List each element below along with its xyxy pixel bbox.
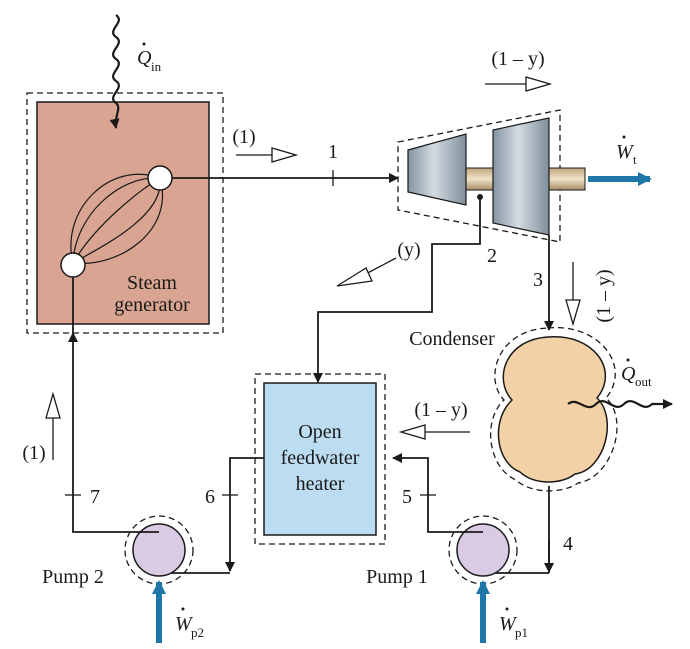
heater-label-1: Open [298, 421, 341, 443]
hollow-arrow-flow-1 [236, 147, 299, 163]
state-1-label: 1 [328, 141, 338, 163]
state-5-label: 5 [402, 486, 412, 508]
pump-1-label: Pump 1 [366, 566, 428, 588]
flow-fraction-return: (1) [22, 442, 45, 464]
steam-outlet-node [147, 165, 173, 191]
hollow-arrow-return [45, 391, 61, 460]
heat-in-symbol: Q [137, 47, 152, 69]
state-4-label: 4 [563, 533, 573, 555]
condenser [490, 327, 618, 492]
pump-2-work-symbol: W [175, 613, 194, 635]
turbine-work-dot [622, 135, 626, 139]
pump-1-work-subscript: p1 [515, 625, 528, 640]
steam-generator-label-1: Steam [127, 272, 177, 294]
state-7-label: 7 [90, 486, 100, 508]
turbine-work-symbol: W [616, 141, 635, 163]
heat-out-dot [626, 358, 630, 362]
pump-2-label: Pump 2 [42, 566, 104, 588]
turbine [397, 109, 586, 243]
heat-in-dot [142, 42, 146, 46]
heat-out-symbol: Q [621, 363, 636, 385]
hollow-arrow-turbine-top [485, 76, 553, 92]
hollow-arrow-heater-in [398, 424, 470, 440]
hollow-arrow-condenser-in [565, 262, 581, 327]
flow-fraction-1-top: (1) [232, 126, 255, 148]
turbine-stage-1 [407, 133, 467, 206]
turbine-stage-2 [492, 117, 550, 236]
flow-fraction-heater-in: (1 – y) [414, 399, 467, 421]
state-2-label: 2 [487, 245, 497, 267]
condenser-label: Condenser [409, 328, 495, 350]
hollow-arrow-y [336, 257, 397, 287]
flow-fraction-vertical: (1 – y) [593, 269, 615, 322]
open-feedwater-heater: Open feedwater heater [254, 373, 386, 545]
water-inlet-node [60, 252, 86, 278]
pump-2-work-dot [181, 607, 185, 611]
heat-out-subscript: out [635, 374, 652, 389]
line-state-6 [225, 457, 264, 572]
steam-generator: Steam generator [26, 92, 224, 334]
heat-out-arrow [567, 399, 673, 409]
state-3-label: 3 [533, 269, 543, 291]
flow-fraction-turbine-top: (1 – y) [491, 48, 544, 70]
flow-fraction-y: (y) [397, 239, 420, 261]
heat-in-subscript: in [151, 59, 162, 74]
turbine-work-subscript: t [633, 152, 637, 167]
pump-1-work-symbol: W [499, 613, 518, 635]
pump-2-work-subscript: p2 [191, 625, 204, 640]
state-6-label: 6 [205, 486, 215, 508]
heater-label-2: feedwater [281, 447, 360, 469]
steam-generator-label-2: generator [114, 294, 190, 316]
line-state-2 [313, 194, 483, 383]
heat-in-arrow [109, 14, 120, 129]
heater-label-3: heater [296, 473, 345, 495]
pump-1-work-dot [505, 607, 509, 611]
line-state-7 [68, 332, 159, 533]
